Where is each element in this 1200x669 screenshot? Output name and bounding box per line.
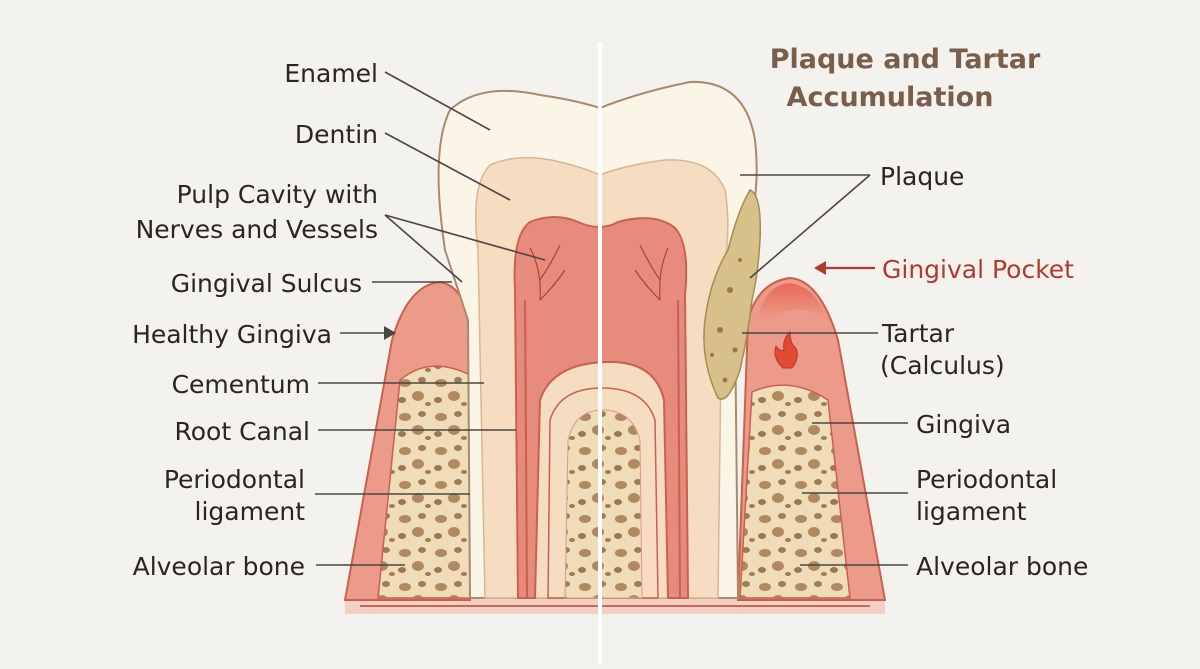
label-pulp-line-1: Pulp Cavity with: [177, 180, 378, 209]
label-gingiva-right: Gingiva: [916, 410, 1011, 439]
root-canal-left: [524, 299, 528, 599]
label-tartar-line-1: Tartar: [881, 319, 955, 348]
label-cementum: Cementum: [172, 370, 310, 399]
leader-plaque-b: [749, 174, 871, 279]
tartar-deposit: [703, 189, 762, 400]
label-alveolar-left: Alveolar bone: [133, 552, 305, 581]
arrow-gingival-pocket: [814, 261, 826, 275]
inflamed-gingiva-tip: [758, 283, 826, 320]
leader-dentin: [384, 132, 511, 201]
label-root-canal: Root Canal: [175, 417, 310, 446]
label-pulp-line-2: Nerves and Vessels: [136, 215, 378, 244]
nerve-branches: [529, 244, 669, 301]
tartar-texture: [710, 258, 742, 383]
label-dentin: Dentin: [295, 120, 378, 149]
title-line-2: Accumulation: [787, 82, 994, 113]
label-periodontal-right-2: ligament: [916, 497, 1027, 526]
label-gingival-pocket: Gingival Pocket: [882, 255, 1074, 284]
title-line-1: Plaque and Tartar: [770, 44, 1041, 75]
arrow-healthy-gingiva: [384, 326, 396, 340]
label-periodontal-right-1: Periodontal: [916, 465, 1057, 494]
label-plaque: Plaque: [880, 162, 964, 191]
right-alveolar-bone: [739, 384, 851, 599]
label-tartar-line-2: (Calculus): [880, 351, 1005, 380]
leader-pulp-b: [384, 214, 463, 283]
root-canal-right: [677, 299, 681, 599]
label-periodontal-left-2: ligament: [195, 497, 306, 526]
root-inner-bone: [564, 409, 643, 599]
inflammation-flame-icon: [774, 330, 798, 369]
leader-enamel: [384, 71, 491, 131]
leader-pulp-a: [384, 214, 546, 261]
label-enamel: Enamel: [284, 59, 378, 88]
label-healthy-gingiva: Healthy Gingiva: [132, 320, 332, 349]
label-periodontal-left-1: Periodontal: [164, 465, 305, 494]
label-gingival-sulcus: Gingival Sulcus: [171, 269, 362, 298]
label-alveolar-right: Alveolar bone: [916, 552, 1088, 581]
